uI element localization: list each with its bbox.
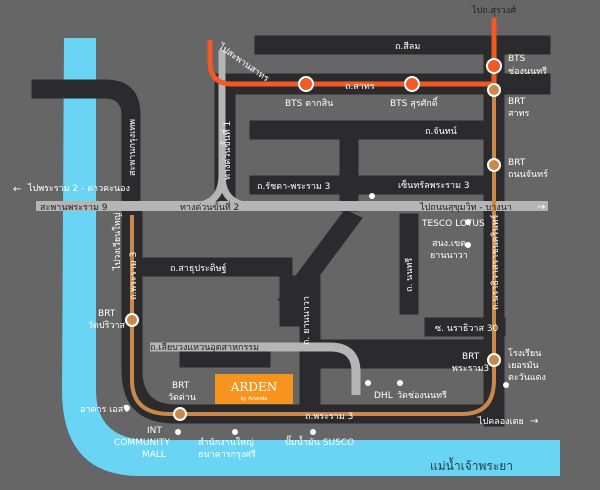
bts-taksin-label: BTS ตากสิน — [285, 98, 333, 109]
rama3-connector — [299, 354, 321, 406]
taksin-bridge-label: สะพานกรุงเทพ — [128, 119, 138, 176]
rama9-bridge-label: สะพานพระราม 9 — [40, 203, 108, 213]
silom-road — [254, 35, 551, 55]
brt-watpariwat-l1: BRT — [98, 309, 116, 319]
expressways — [36, 50, 548, 395]
tesco-label: TESCO LOTUS — [421, 219, 485, 229]
ratchada-label: ถ.รัชดา-พระราม 3 — [257, 182, 330, 192]
narathiwat30-road — [424, 317, 506, 337]
krungsri-l2: ธนาคารกรุงศรี — [198, 449, 256, 460]
chao-phraya-river — [62, 38, 560, 476]
to-wongwian-label: ไปวงเวียนใหญ่ — [112, 212, 123, 271]
arden-sub: by Ananda — [241, 396, 268, 402]
sathorn-label: ถ.สาทร — [345, 82, 375, 92]
arden-name: ARDEN — [230, 380, 278, 394]
expressway-1-label: ทางด่วนขั้นที่ 1 — [220, 121, 233, 180]
arrow-left-icon: ← — [13, 184, 21, 195]
ring-road-label: ถ.เลียบวงแหวนอุตสาหกรรม — [150, 342, 259, 353]
arrow-right-icon-2: → — [537, 202, 545, 213]
wat-chong-nonsi-label: วัดช่องนนทรี — [397, 390, 447, 401]
brt-rama3-l1: BRT — [462, 352, 480, 362]
brt-thanonchan-l2: ถนนจันทร์ — [508, 168, 548, 180]
health-office-l1: สนง.เขต — [432, 239, 466, 249]
narathiwat30-label: ซ. นราธิวาส 30 — [435, 323, 499, 334]
industrial-ring-expressway — [150, 342, 361, 395]
bts-chongnonsi-line1: BTS — [508, 54, 526, 64]
arden-project-marker: ARDEN by Ananda — [215, 374, 293, 404]
nonsi-label: ถ. นนทรี — [404, 258, 415, 292]
rama3-left-label: ถ.พระราม 3 — [129, 252, 139, 300]
sv-building-label: อาคาร เอสวี — [80, 404, 128, 415]
brt-sathorn-l2: สาทร — [508, 109, 529, 119]
landmarks: เซ็นทรัลพระราม 3 TESCO LOTUS สนง.เขต ยาน… — [80, 178, 546, 460]
river-label: แม่น้ำเจ้าพระยา — [430, 457, 513, 473]
susco-label: ปั๊มน้ำมัน SUSCO — [285, 435, 354, 448]
to-khlong-toei-label: ไปคลองเตย — [477, 416, 524, 427]
link-road — [339, 120, 359, 212]
health-office-l2: ยานนาวา — [430, 251, 468, 261]
arrow-right-icon: → — [530, 416, 538, 427]
int-mall-l1: INT — [147, 426, 162, 436]
brt-sathorn-l1: BRT — [508, 97, 526, 107]
expressway-2-label: ทางด่วนขั้นที่ 2 — [180, 200, 239, 213]
to-rama2-label: ไปพระราม 2 - ดาวคะนอง — [27, 183, 130, 194]
chan-road — [249, 120, 501, 140]
bts-stations: BTS ตากสิน BTS สุรศักดิ์ BTS ช่องนนทรี — [285, 54, 547, 109]
bang-na-label: ไปถนนสุขุมวิท - บางนา — [419, 202, 512, 213]
school-l2: เยอรมัน — [508, 361, 539, 371]
chan-label: ถ.จันทน์ — [425, 125, 457, 137]
school-l3: ตะวันแดง — [508, 373, 546, 383]
brt-watdan-l1: BRT — [172, 381, 190, 391]
silom-label: ถ.สีลม — [395, 41, 420, 52]
to-surawong-label: ไปถ.สุรวงศ์ — [471, 4, 516, 16]
rama3-road — [121, 354, 501, 424]
dhl-label: DHL — [374, 391, 393, 401]
central-rama3-label: เซ็นทรัลพระราม 3 — [398, 178, 470, 191]
bts-surasak-label: BTS สุรศักดิ์ — [390, 96, 439, 109]
school-l1: โรงเรียน — [508, 348, 541, 359]
sathupradit-road — [141, 257, 293, 277]
int-mall-l3: MALL — [142, 450, 166, 460]
narathiwat-label: ถ.นราธิวาสราชนครินทร์ — [489, 214, 501, 310]
yannawa-label: ถ. ยานนาวา — [302, 296, 312, 345]
krungsri-l1: สำนักงานใหญ่ — [198, 437, 254, 448]
brt-watpariwat-l2: วัดปริวาส — [88, 320, 126, 331]
brt-stations: BRT สาทร BRT ถนนจันทร์ BRT วัดปริวาส BRT… — [88, 83, 548, 421]
int-mall-l2: COMMUNITY — [114, 438, 170, 448]
sathupradit-connector — [279, 275, 301, 327]
ratchada-road — [249, 175, 501, 195]
brt-line — [130, 90, 496, 416]
bts-chongnonsi-line2: ช่องนนทรี — [508, 66, 547, 77]
nonsi-road — [399, 213, 419, 315]
sathupradit-label: ถ.สาธุประดิษฐ์ — [170, 262, 227, 274]
rama3-bottom-label: ถ.พระราม 3 — [305, 412, 353, 422]
brt-watdan-l2: วัดด่าน — [168, 393, 196, 403]
brt-rama3-l2: พระราม3 — [452, 364, 489, 374]
brt-thanonchan-l1: BRT — [508, 158, 526, 168]
